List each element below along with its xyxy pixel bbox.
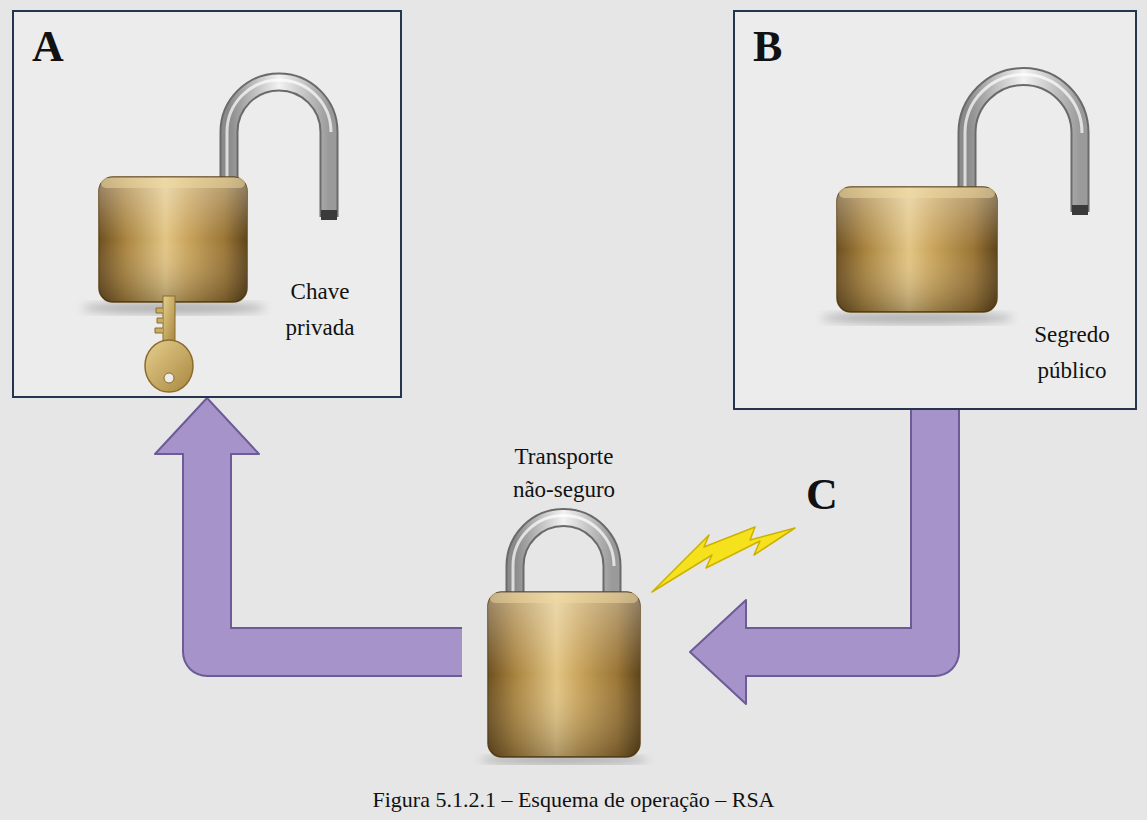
callout-letter: C: [806, 470, 838, 520]
figure-caption: Figura 5.1.2.1 – Esquema de operação – R…: [0, 786, 1147, 814]
block-arrow: [690, 410, 935, 704]
arrow-outline: [746, 410, 935, 652]
padlock-node: Transporte não-seguro: [462, 430, 690, 765]
box-letter: A: [32, 22, 92, 72]
arrow-outline: [207, 454, 462, 652]
box-letter: B: [753, 22, 813, 72]
arrow-body: [743, 410, 935, 652]
block-arrow: [155, 398, 462, 652]
box-caption: Chave privada: [265, 274, 375, 346]
arrow-head: [690, 600, 746, 704]
arrow-body: [207, 451, 462, 652]
arrow-head: [155, 398, 259, 454]
transport-label: Transporte não-seguro: [499, 440, 629, 506]
public-box: B Segredo público: [733, 10, 1137, 410]
lightning-bolt: [652, 527, 795, 592]
box-caption: Segredo público: [1012, 317, 1132, 389]
open-padlock: [735, 12, 1139, 412]
key-box: A Chave privada: [12, 10, 402, 398]
open-padlock-with-key: [14, 12, 404, 400]
